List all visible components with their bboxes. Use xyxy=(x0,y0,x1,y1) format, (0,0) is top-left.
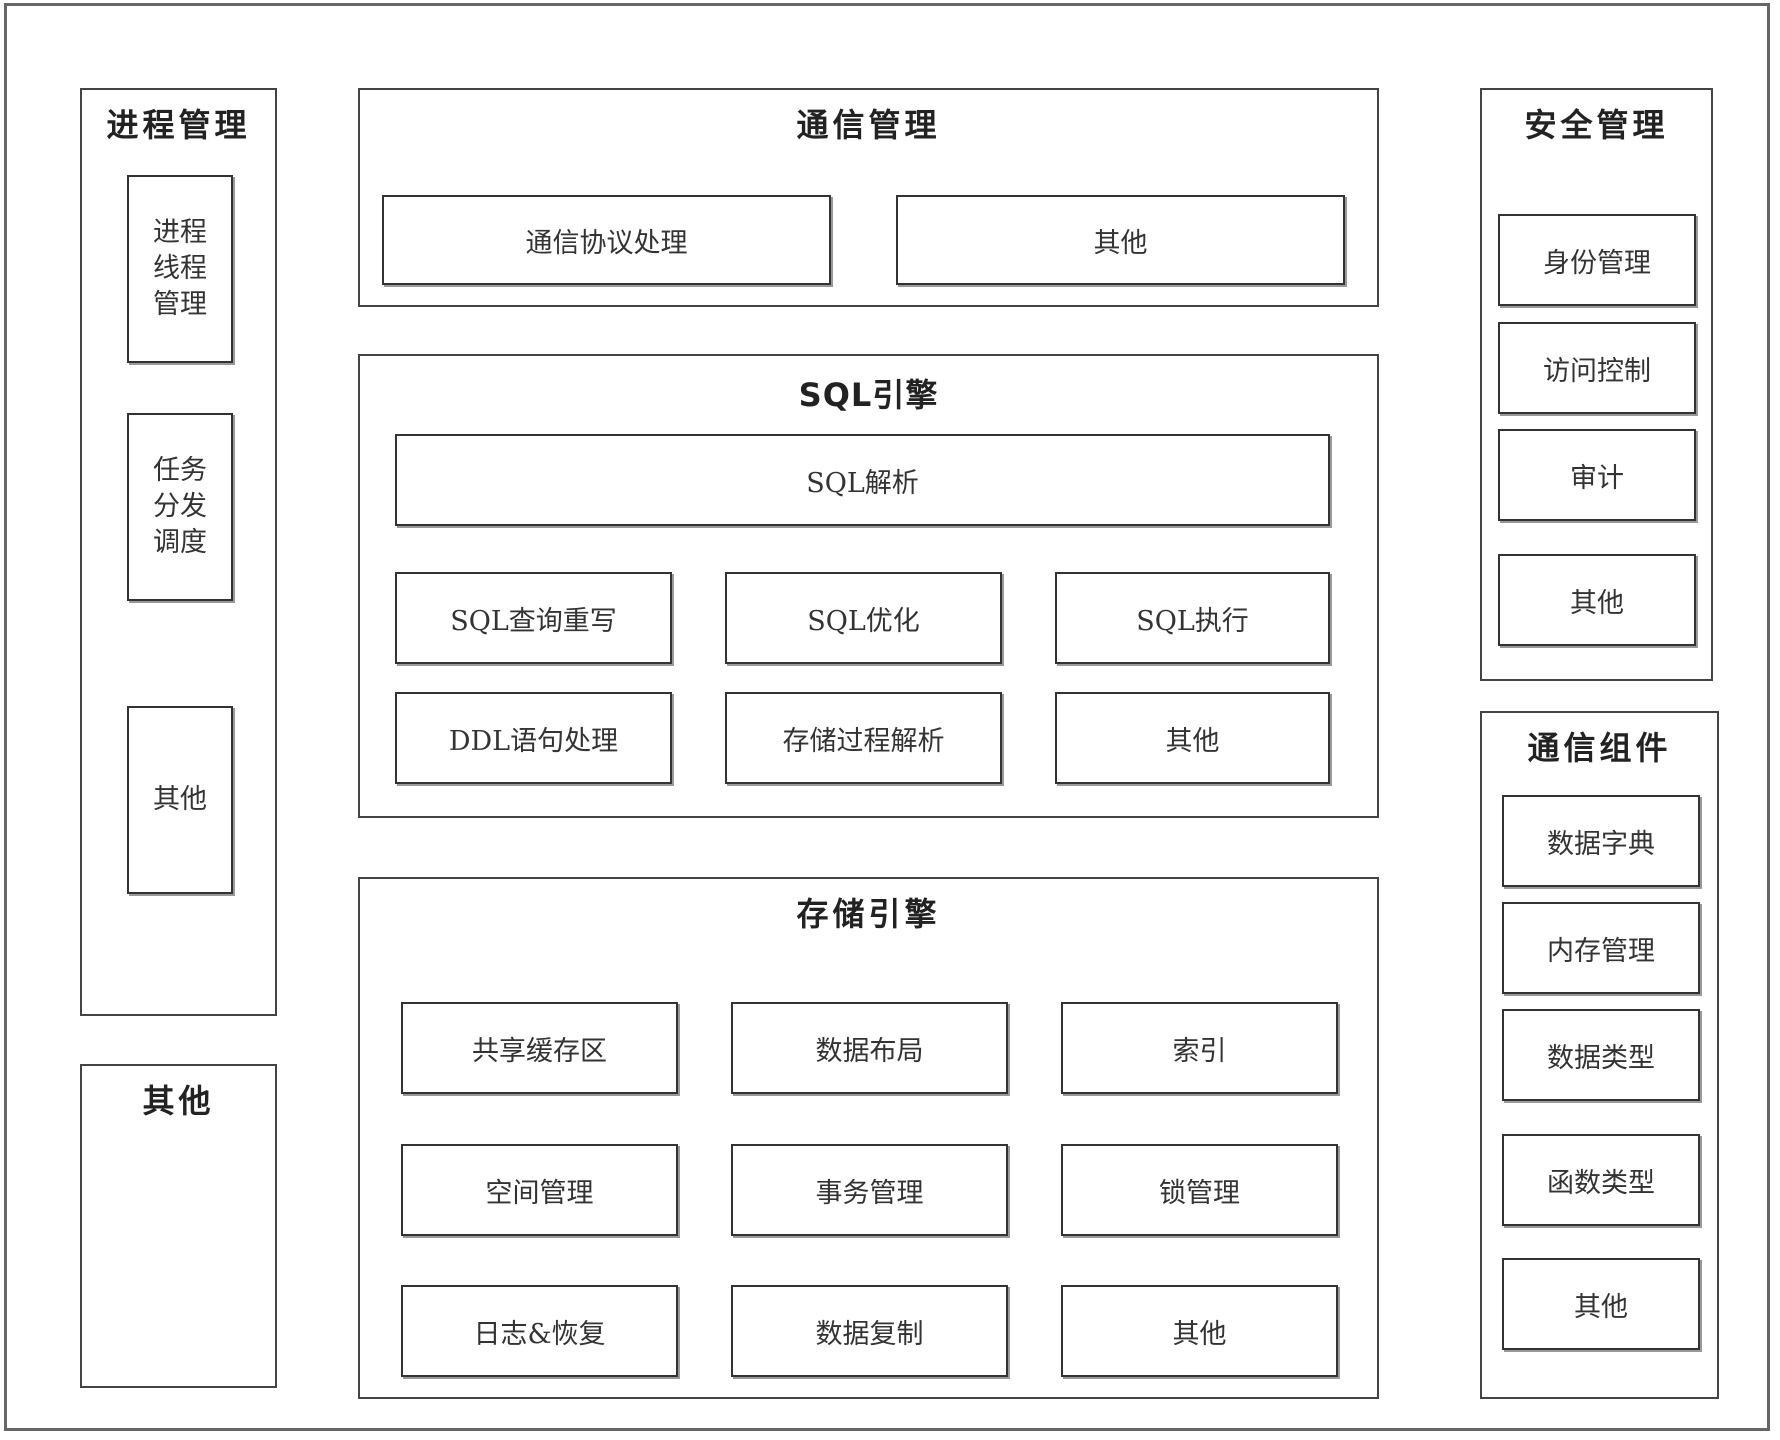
task-dispatch-scheduling-box: 任务 分发 调度 xyxy=(127,413,233,601)
sql-execute-box: SQL执行 xyxy=(1055,572,1330,664)
index-box: 索引 xyxy=(1061,1002,1338,1094)
communication-protocol-box: 通信协议处理 xyxy=(382,195,831,285)
components-other-box: 其他 xyxy=(1502,1258,1700,1350)
diagram-frame: 进程管理 进程 线程 管理 任务 分发 调度 其他 其他 通信管理 通信协议处理… xyxy=(4,3,1770,1431)
sql-query-rewrite-box: SQL查询重写 xyxy=(395,572,672,664)
communication-components-title: 通信组件 xyxy=(1527,729,1672,767)
sql-parse-box: SQL解析 xyxy=(395,434,1330,526)
data-replication-box: 数据复制 xyxy=(731,1285,1008,1377)
communication-management-title: 通信管理 xyxy=(796,106,941,144)
communication-other-box: 其他 xyxy=(896,195,1345,285)
data-type-box: 数据类型 xyxy=(1502,1009,1700,1101)
process-management-panel: 进程管理 进程 线程 管理 任务 分发 调度 其他 xyxy=(80,88,277,1016)
transaction-management-box: 事务管理 xyxy=(731,1144,1008,1236)
stored-procedure-parse-box: 存储过程解析 xyxy=(725,692,1002,784)
process-management-title: 进程管理 xyxy=(106,106,251,144)
sql-other-box: 其他 xyxy=(1055,692,1330,784)
memory-management-box: 内存管理 xyxy=(1502,902,1700,994)
data-dictionary-box: 数据字典 xyxy=(1502,795,1700,887)
left-other-title: 其他 xyxy=(142,1082,215,1120)
log-recovery-box: 日志&恢复 xyxy=(401,1285,678,1377)
lock-management-box: 锁管理 xyxy=(1061,1144,1338,1236)
process-other-box: 其他 xyxy=(127,706,233,894)
security-management-title: 安全管理 xyxy=(1524,106,1669,144)
storage-engine-panel: 存储引擎 共享缓存区 数据布局 索引 空间管理 事务管理 锁管理 日志&恢复 数… xyxy=(358,877,1379,1399)
sql-optimize-box: SQL优化 xyxy=(725,572,1002,664)
left-other-panel: 其他 xyxy=(80,1064,277,1388)
ddl-statement-box: DDL语句处理 xyxy=(395,692,672,784)
sql-engine-title: SQL引擎 xyxy=(798,376,939,414)
audit-box: 审计 xyxy=(1498,429,1696,521)
storage-other-box: 其他 xyxy=(1061,1285,1338,1377)
sql-engine-panel: SQL引擎 SQL解析 SQL查询重写 SQL优化 SQL执行 DDL语句处理 … xyxy=(358,354,1379,818)
shared-buffer-box: 共享缓存区 xyxy=(401,1002,678,1094)
process-thread-management-box: 进程 线程 管理 xyxy=(127,175,233,363)
security-other-box: 其他 xyxy=(1498,554,1696,646)
identity-management-box: 身份管理 xyxy=(1498,214,1696,306)
security-management-panel: 安全管理 身份管理 访问控制 审计 其他 xyxy=(1480,88,1713,681)
communication-management-panel: 通信管理 通信协议处理 其他 xyxy=(358,88,1379,307)
space-management-box: 空间管理 xyxy=(401,1144,678,1236)
function-type-box: 函数类型 xyxy=(1502,1134,1700,1226)
access-control-box: 访问控制 xyxy=(1498,322,1696,414)
storage-engine-title: 存储引擎 xyxy=(796,895,941,933)
data-layout-box: 数据布局 xyxy=(731,1002,1008,1094)
communication-components-panel: 通信组件 数据字典 内存管理 数据类型 函数类型 其他 xyxy=(1480,711,1719,1399)
